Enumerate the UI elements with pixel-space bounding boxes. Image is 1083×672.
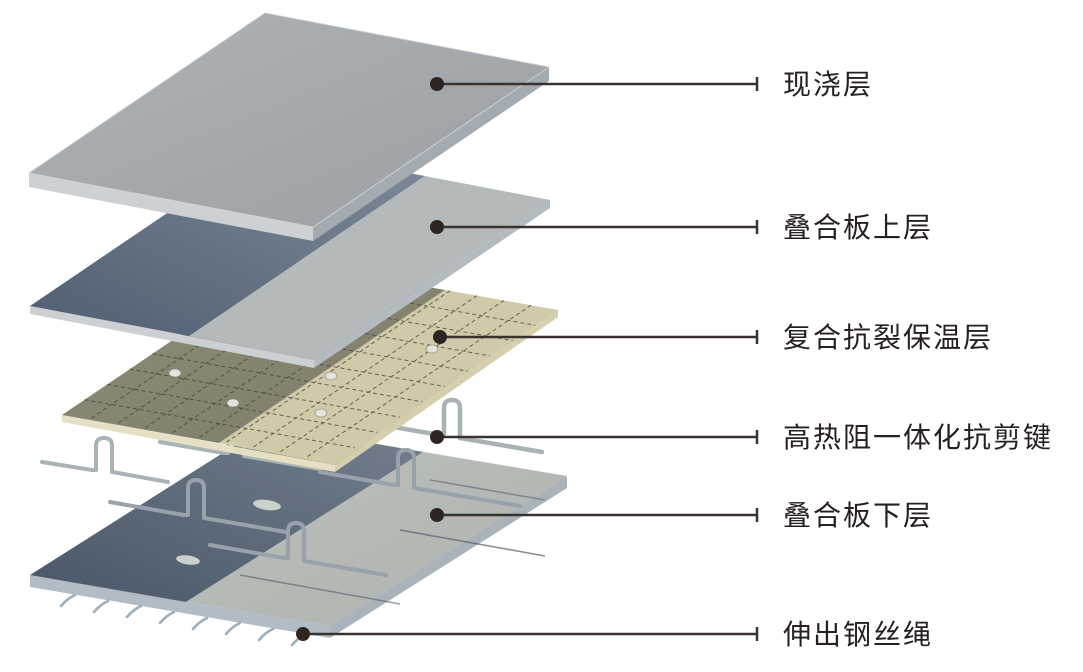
- leader-dots: [296, 77, 447, 641]
- upper-slab-front-left-face: [30, 306, 314, 368]
- label-insulation-layer: 复合抗裂保温层: [783, 322, 993, 353]
- label-wire-rope: 伸出钢丝绳: [783, 619, 933, 650]
- shear-connector-wires: [108, 448, 522, 577]
- upper-slab-front-right-face: [314, 200, 550, 368]
- lower-slab-front-right-face: [330, 476, 567, 638]
- surface-wire: [399, 529, 546, 557]
- lower-slab-front-left-face: [30, 575, 330, 638]
- shear-key-wire-labeled: [332, 397, 545, 455]
- surface-wire: [239, 574, 401, 605]
- label-shear-key: 高热阻一体化抗剪键: [783, 422, 1053, 453]
- label-composite-slab-upper: 叠合板上层: [783, 212, 933, 243]
- leader-lines: [303, 77, 759, 641]
- cast-slab-front-right-face: [313, 67, 549, 241]
- cast-slab-front-left-face: [29, 173, 313, 241]
- cast-slab-texture: [29, 13, 549, 227]
- label-cast-in-place-layer: 现浇层: [783, 69, 873, 100]
- label-composite-slab-lower: 叠合板下层: [783, 500, 933, 531]
- lower-slab-texture: [30, 425, 567, 626]
- upper-slab-texture: [30, 146, 550, 360]
- surface-wire: [429, 479, 546, 501]
- lifting-anchor-spot: [176, 555, 200, 565]
- insulation-front-right-face: [335, 310, 558, 472]
- lifting-anchor-spot: [253, 499, 281, 511]
- insulation-front-left-face: [62, 415, 335, 472]
- layer-cast-in-place-slab: [27, 12, 551, 241]
- labels: 现浇层 叠合板上层 复合抗裂保温层 高热阻一体化抗剪键 叠合板下层 伸出钢丝绳: [783, 69, 1053, 650]
